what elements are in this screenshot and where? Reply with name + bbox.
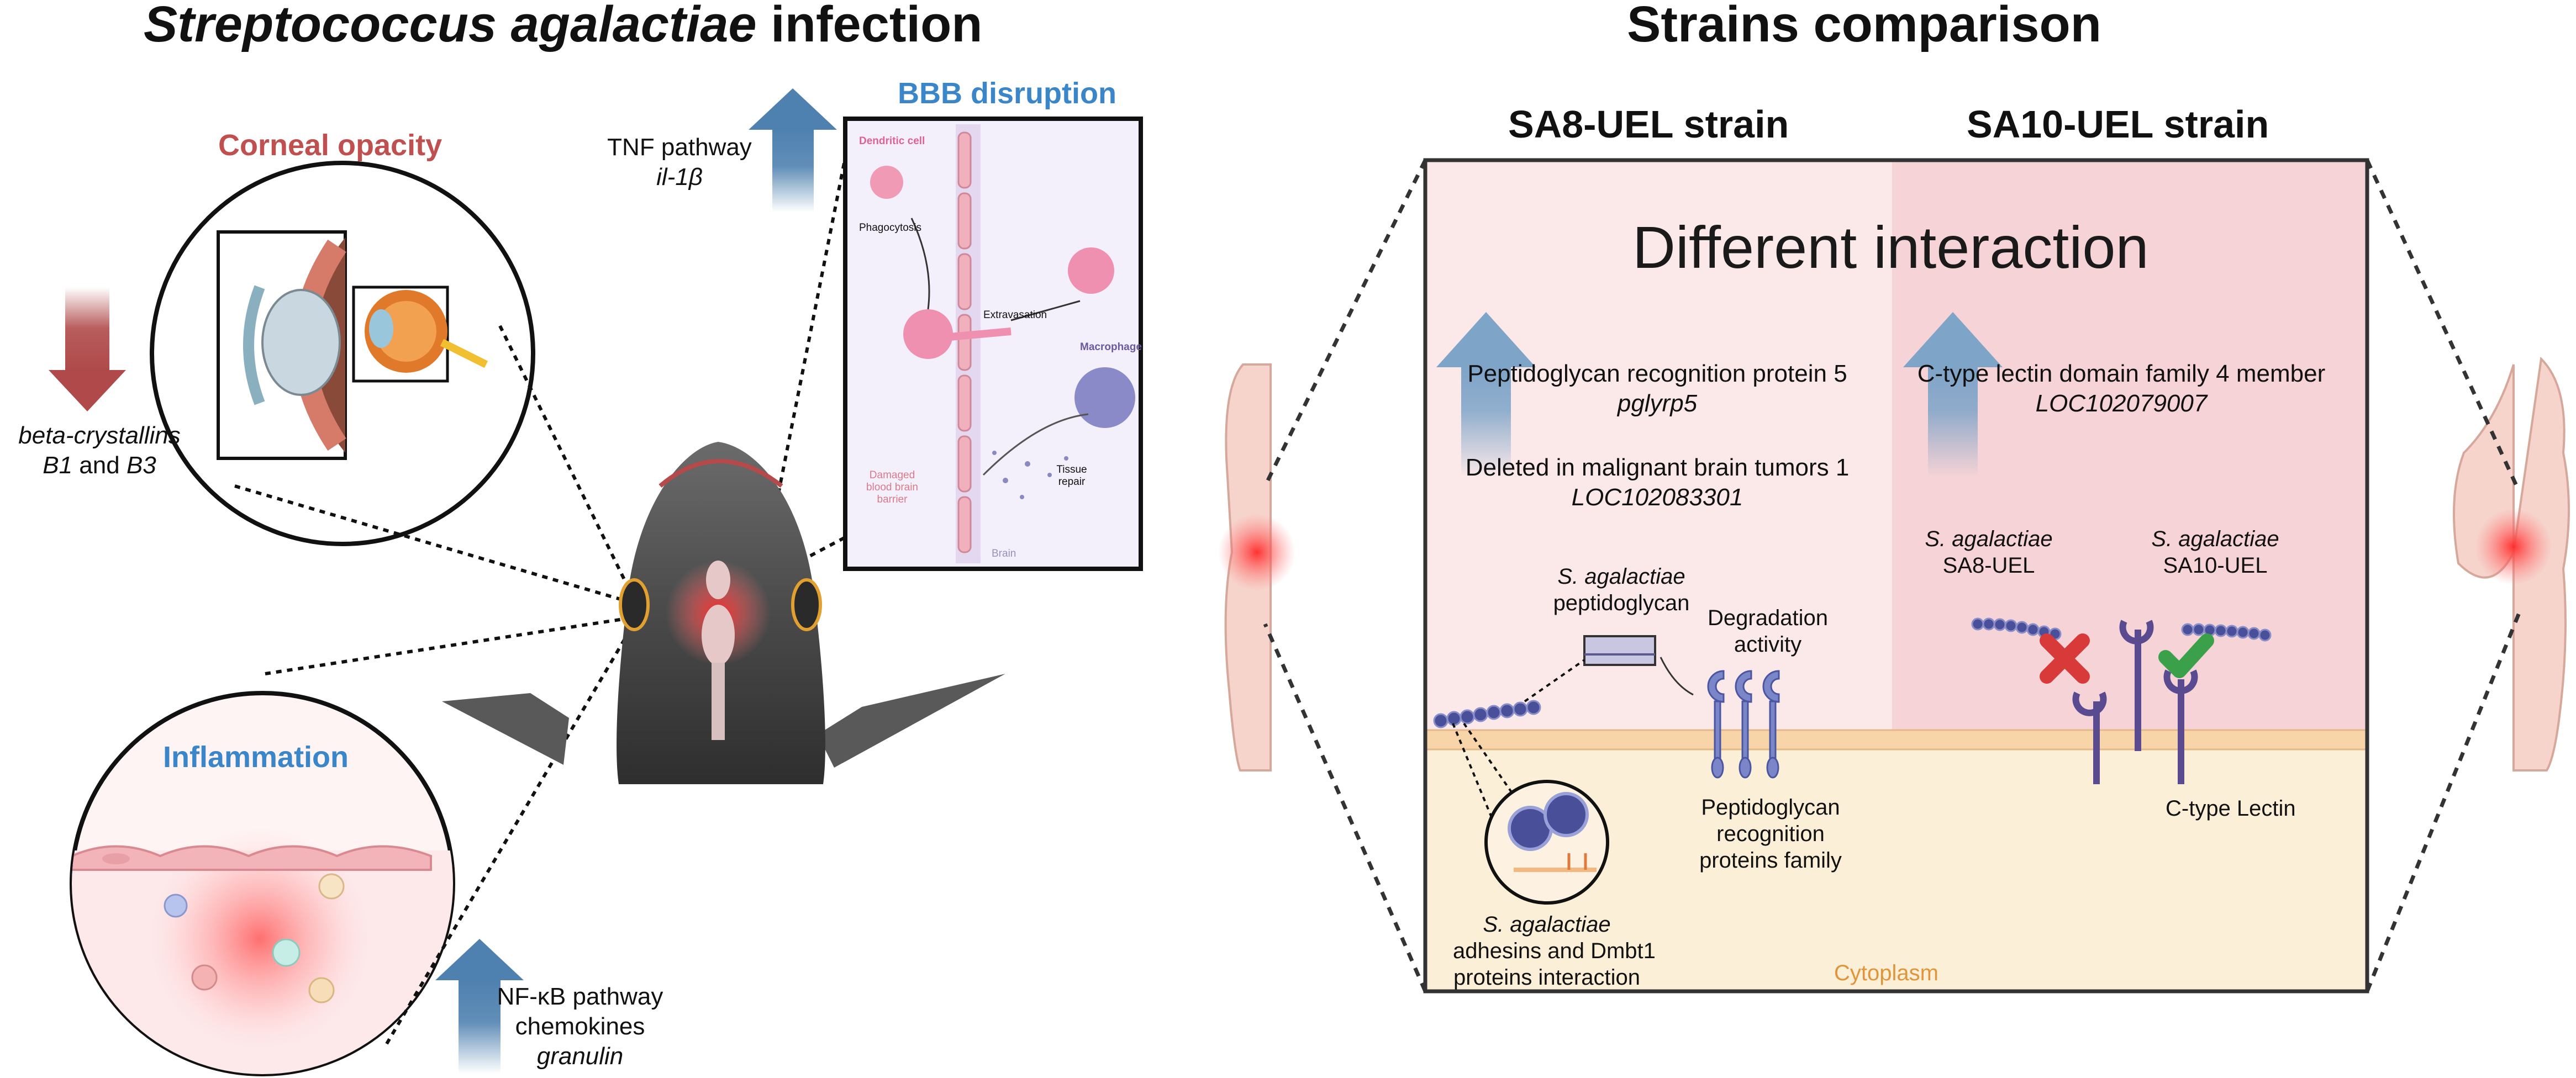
brain-icon	[2453, 356, 2570, 771]
dmbt1-label: Deleted in malignant brain tumors 1 LOC1…	[1436, 453, 1878, 512]
bacteria-chain	[2181, 623, 2272, 642]
nfkb-line1: NF-κB pathway	[497, 983, 663, 1010]
ctype-lectin-gene-label: C-type lectin domain family 4 member LOC…	[1895, 359, 2348, 419]
down-arrow-icon	[49, 287, 126, 411]
title-rest: infection	[756, 0, 983, 52]
pglyrp-line1: Peptidoglycan recognition protein 5	[1467, 360, 1847, 387]
ctype-line1: C-type lectin domain family 4 member	[1917, 360, 2326, 387]
tnf-line1: TNF pathway	[607, 134, 752, 161]
chain-leaders	[1452, 659, 1585, 818]
check-icon	[2158, 633, 2214, 678]
degradation-label: Degradation activity	[1701, 605, 1834, 658]
bbb-panel	[843, 117, 1143, 571]
sa10-line1: S. agalactiae	[2151, 527, 2279, 551]
inflammation-label: Inflammation	[163, 741, 349, 774]
macrophage-label: Macrophage	[1080, 341, 1142, 353]
tissue-repair-label: Tissue repair	[1044, 464, 1099, 488]
comparison-title: Strains comparison	[1627, 0, 2101, 52]
cytoplasm-label: Cytoplasm	[1834, 961, 1938, 985]
sa10-label: S. agalactiae SA10-UEL	[2143, 526, 2287, 579]
pgrp-line2: recognition	[1716, 822, 1825, 846]
damaged-line3: barrier	[877, 494, 908, 505]
pg-line2: peptidoglycan	[1553, 591, 1690, 615]
damaged-bbb-label: Damaged blood brain barrier	[856, 469, 928, 506]
tissue-line1: Tissue	[1056, 464, 1087, 475]
cross-icon	[2040, 633, 2090, 684]
brain-label: Brain	[992, 548, 1016, 559]
dmbt1-line2: LOC102083301	[1571, 484, 1743, 511]
damaged-line2: blood brain	[866, 482, 919, 493]
main-title: Streptococcus agalactiae infection	[144, 0, 982, 54]
tnf-line2: il-1β	[656, 163, 703, 191]
bacteria-chain	[1971, 617, 2062, 641]
up-arrow-icon	[1903, 312, 2003, 477]
peptidoglycan-label: S. agalactiae peptidoglycan	[1547, 563, 1696, 616]
strain-a-title: SA8-UEL strain	[1508, 103, 1789, 146]
brain-icon	[1218, 363, 1295, 771]
crystallins-label: beta-crystallins B1 and B3	[0, 421, 199, 480]
nfkb-line2: chemokines	[515, 1013, 645, 1040]
crystallins-and: and	[72, 452, 127, 479]
pglyrp-line2: pglyrp5	[1617, 390, 1698, 417]
pgrp-line1: Peptidoglycan	[1701, 795, 1840, 820]
brain-connectors	[1263, 159, 2521, 992]
tnf-label: TNF pathway il-1β	[597, 133, 762, 192]
ctype-line2: LOC102079007	[2035, 390, 2208, 417]
sa8-line1: S. agalactiae	[1925, 527, 2053, 551]
eye-circle	[150, 161, 535, 546]
crystallins-b3: B3	[126, 452, 156, 479]
nfkb-line3: granulin	[536, 1043, 624, 1070]
adh-line3: proteins interaction	[1453, 965, 1640, 990]
damaged-line1: Damaged	[869, 469, 915, 481]
pgrp-line3: proteins family	[1699, 848, 1842, 873]
phagocytosis-label: Phagocytosis	[859, 222, 922, 234]
peptidoglycan-block	[1583, 635, 1656, 666]
corneal-opacity-label: Corneal opacity	[218, 129, 442, 162]
ctype-lectin-label: C-type Lectin	[2166, 796, 2296, 821]
deg-line2: activity	[1734, 632, 1802, 657]
deg-line1: Degradation	[1708, 606, 1828, 630]
crystallins-b1: B1	[43, 452, 73, 479]
extravasation-label: Extravasation	[983, 309, 1047, 321]
adhesin-circle	[1484, 780, 1609, 905]
title-italic: Streptococcus agalactiae	[144, 0, 757, 52]
tissue-line2: repair	[1058, 476, 1086, 488]
fish-head-icon	[442, 442, 1005, 784]
crystallins-line1: beta-crystallins	[18, 422, 181, 449]
up-arrow-icon	[435, 939, 524, 1074]
nfkb-label: NF-κB pathway chemokines granulin	[486, 982, 674, 1071]
adh-line2: adhesins and Dmbt1	[1453, 939, 1656, 963]
pglyrp-label: Peptidoglycan recognition protein 5 pgly…	[1436, 359, 1878, 419]
bbb-label: BBB disruption	[898, 77, 1116, 110]
up-arrow-icon	[749, 88, 837, 212]
different-interaction-headline: Different interaction	[1632, 214, 2149, 281]
bacteria-chain	[1433, 700, 1541, 728]
pgrp-receptors	[1707, 670, 1780, 779]
sa10-line2: SA10-UEL	[2163, 553, 2268, 578]
up-arrow-icon	[1436, 312, 1536, 477]
pg-line1: S. agalactiae	[1557, 564, 1685, 589]
dendritic-label: Dendritic cell	[859, 135, 925, 147]
sa8-label: S. agalactiae SA8-UEL	[1917, 526, 2061, 579]
adh-line1: S. agalactiae	[1483, 912, 1611, 937]
strain-b-title: SA10-UEL strain	[1967, 103, 2269, 146]
dmbt1-line1: Deleted in malignant brain tumors 1	[1465, 454, 1850, 481]
inflammation-circle	[70, 691, 455, 1076]
pgrp-family-label: Peptidoglycan recognition proteins famil…	[1690, 794, 1851, 874]
lectin-receptors	[2072, 620, 2198, 784]
sa8-line2: SA8-UEL	[1942, 553, 2035, 578]
adhesins-label: S. agalactiae adhesins and Dmbt1 protein…	[1453, 911, 1656, 991]
